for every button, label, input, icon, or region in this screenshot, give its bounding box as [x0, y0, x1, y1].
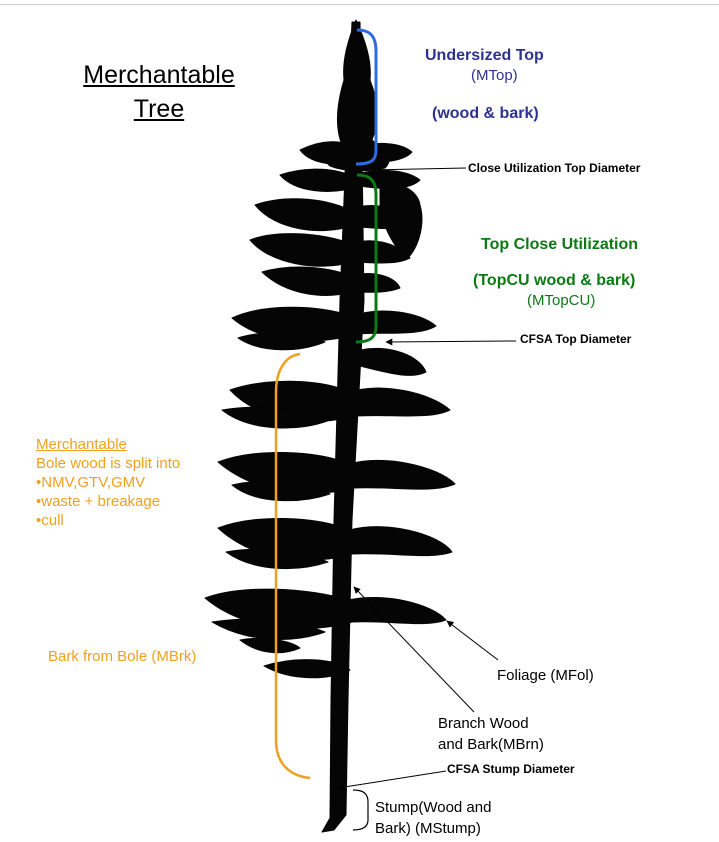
stump-line-1: Stump(Wood and: [375, 797, 491, 818]
merchantable-bullet-2: •waste + breakage: [36, 492, 180, 511]
top-close-util-heading: Top Close Utilization: [481, 235, 638, 254]
foliage-label: Foliage (MFol): [497, 665, 594, 686]
title-line-2: Tree: [68, 92, 250, 126]
cfsa-top-diameter-label: CFSA Top Diameter: [520, 332, 631, 346]
cfsa-stump-leader: [338, 771, 446, 788]
undersized-top-code: (MTop): [471, 67, 518, 85]
close-util-top-diameter-label: Close Utilization Top Diameter: [468, 161, 640, 175]
stump-label: Stump(Wood and Bark) (MStump): [375, 797, 491, 839]
merchantable-heading: Merchantable: [36, 435, 180, 454]
branch-line-1: Branch Wood: [438, 713, 544, 734]
undersized-top-detail: (wood & bark): [432, 104, 539, 123]
title-line-1: Merchantable: [68, 58, 250, 92]
branch-line-2: and Bark(MBrn): [438, 734, 544, 755]
cfsa-top-leader: [386, 341, 516, 342]
cfsa-stump-diameter-label: CFSA Stump Diameter: [447, 762, 575, 776]
top-close-util-code: (MTopCU): [527, 292, 595, 310]
merchantable-bullet-3: •cull: [36, 511, 180, 530]
undersized-top-heading: Undersized Top: [425, 46, 544, 65]
top-close-util-detail: (TopCU wood & bark): [473, 271, 635, 290]
branch-label: Branch Wood and Bark(MBrn): [438, 713, 544, 755]
merchantable-line2: Bole wood is split into: [36, 454, 180, 473]
merchantable-text: Merchantable Bole wood is split into •NM…: [36, 435, 180, 530]
tree-silhouette: [205, 20, 455, 832]
stump-brace: [353, 790, 368, 830]
merchantable-bullet-1: •NMV,GTV,GMV: [36, 473, 180, 492]
stump-line-2: Bark) (MStump): [375, 818, 491, 839]
bark-from-bole-label: Bark from Bole (MBrk): [48, 647, 196, 666]
foliage-leader: [447, 621, 498, 660]
page-title: Merchantable Tree: [68, 58, 250, 126]
